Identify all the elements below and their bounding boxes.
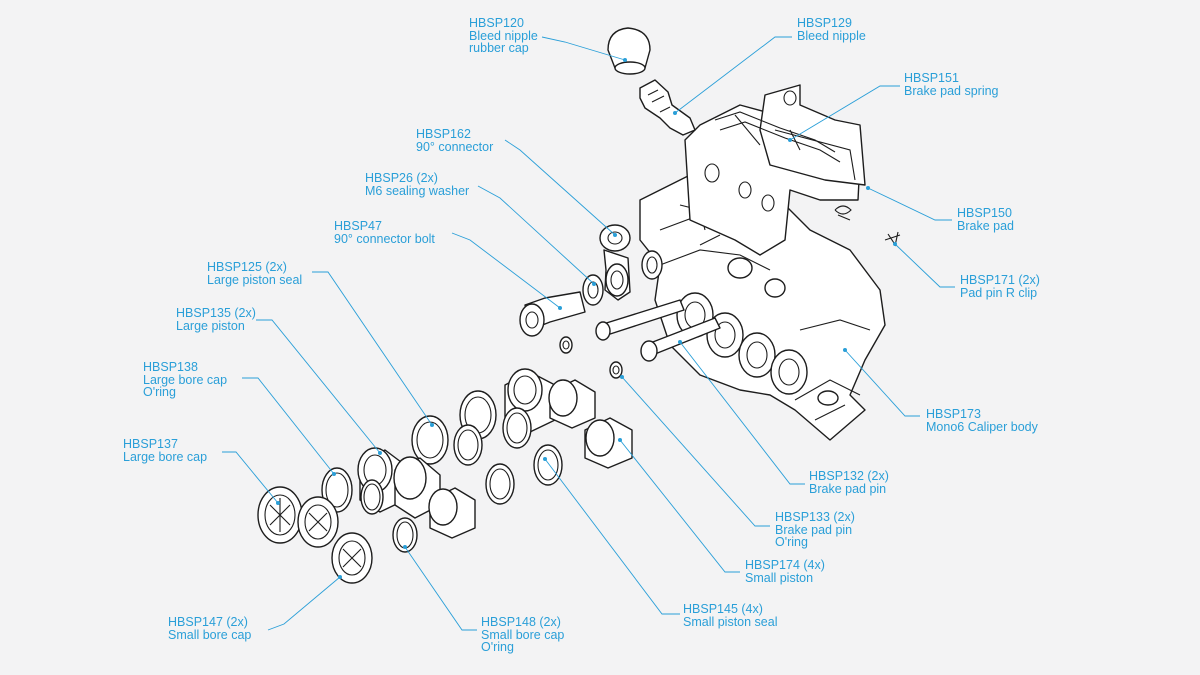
90-connector-bolt: [519, 291, 586, 337]
label-hbsp148: HBSP148 (2x) Small bore cap O'ring: [481, 616, 564, 654]
part-description: Bleed nipple: [797, 28, 866, 43]
part-description: Brake pad: [957, 218, 1014, 233]
part-code: HBSP145 (4x): [683, 602, 763, 616]
m6-sealing-washer: [582, 250, 663, 306]
label-hbsp132: HBSP132 (2x) Brake pad pin: [809, 470, 889, 495]
label-hbsp147: HBSP147 (2x) Small bore cap: [168, 616, 251, 641]
part-code: HBSP162: [416, 127, 471, 141]
part-description: M6 sealing washer: [365, 183, 470, 198]
part-code: HBSP129: [797, 16, 852, 30]
part-code: HBSP148 (2x): [481, 615, 561, 629]
leader-lines: [222, 36, 955, 631]
label-hbsp47: HBSP47 90° connector bolt: [334, 220, 435, 245]
label-hbsp150: HBSP150 Brake pad: [957, 207, 1014, 232]
part-code: HBSP147 (2x): [168, 615, 248, 629]
label-hbsp120: HBSP120 Bleed nipple rubber cap: [469, 17, 538, 55]
part-description: Pad pin R clip: [960, 285, 1038, 300]
label-hbsp138: HBSP138 Large bore cap O'ring: [143, 361, 227, 399]
part-code: HBSP150: [957, 206, 1012, 220]
brake-pad-pin-oring: [559, 336, 623, 379]
label-hbsp137: HBSP137 Large bore cap: [123, 438, 207, 463]
label-hbsp125: HBSP125 (2x) Large piston seal: [207, 261, 302, 286]
brake-pad-spring: [714, 111, 841, 163]
large-bore-cap: [257, 486, 339, 548]
part-description: Large bore cap: [143, 372, 228, 387]
part-description: Brake pad pin: [775, 522, 853, 537]
part-code: HBSP133 (2x): [775, 510, 855, 524]
part-description: Large bore cap: [123, 449, 208, 464]
bleed-nipple-rubber-cap: [607, 27, 651, 75]
part-description: rubber cap: [469, 41, 529, 55]
part-description: 90° connector: [416, 139, 494, 154]
part-code: HBSP120: [469, 16, 524, 30]
part-code: HBSP173: [926, 407, 981, 421]
part-description: O'ring: [481, 640, 514, 654]
label-hbsp133: HBSP133 (2x) Brake pad pin O'ring: [775, 511, 855, 549]
label-hbsp129: HBSP129 Bleed nipple: [797, 17, 866, 42]
part-code: HBSP135 (2x): [176, 306, 256, 320]
label-hbsp151: HBSP151 Brake pad spring: [904, 72, 999, 97]
label-hbsp26: HBSP26 (2x) M6 sealing washer: [365, 172, 469, 197]
part-description: Bleed nipple: [469, 28, 538, 43]
label-hbsp171: HBSP171 (2x) Pad pin R clip: [960, 274, 1040, 299]
part-description: O'ring: [143, 385, 176, 399]
part-code: HBSP171 (2x): [960, 273, 1040, 287]
large-piston-seal: [411, 390, 497, 465]
small-piston-seal: [453, 407, 563, 505]
label-hbsp145: HBSP145 (4x) Small piston seal: [683, 603, 778, 628]
bleed-nipple: [639, 79, 696, 136]
part-code: HBSP138: [143, 360, 198, 374]
part-code: HBSP151: [904, 71, 959, 85]
brake-pads: [684, 84, 866, 256]
part-description: Small piston seal: [683, 614, 778, 629]
part-code: HBSP132 (2x): [809, 469, 889, 483]
label-hbsp162: HBSP162 90° connector: [416, 128, 493, 153]
small-piston: [428, 379, 633, 539]
part-description: Brake pad spring: [904, 83, 999, 98]
label-hbsp173: HBSP173 Mono6 Caliper body: [926, 408, 1038, 433]
label-hbsp135: HBSP135 (2x) Large piston: [176, 307, 256, 332]
part-description: Large piston seal: [207, 272, 303, 287]
part-description: Small bore cap: [481, 627, 565, 642]
part-code: HBSP26 (2x): [365, 171, 438, 185]
part-description: O'ring: [775, 535, 808, 549]
90-connector: [599, 224, 631, 301]
label-hbsp174: HBSP174 (4x) Small piston: [745, 559, 825, 584]
small-bore-cap-oring: [392, 517, 418, 553]
part-description: Brake pad pin: [809, 481, 887, 496]
part-code: HBSP47: [334, 219, 382, 233]
part-description: 90° connector bolt: [334, 231, 435, 246]
part-description: Large piston: [176, 318, 245, 333]
pad-pin-r-clip: [834, 205, 901, 247]
part-description: Small bore cap: [168, 627, 252, 642]
small-bore-cap: [331, 532, 373, 584]
part-code: HBSP125 (2x): [207, 260, 287, 274]
brake-pad-pin: [595, 299, 721, 362]
part-code: HBSP174 (4x): [745, 558, 825, 572]
part-description: Mono6 Caliper body: [926, 419, 1038, 434]
part-code: HBSP137: [123, 437, 178, 451]
part-description: Small piston: [745, 570, 814, 585]
